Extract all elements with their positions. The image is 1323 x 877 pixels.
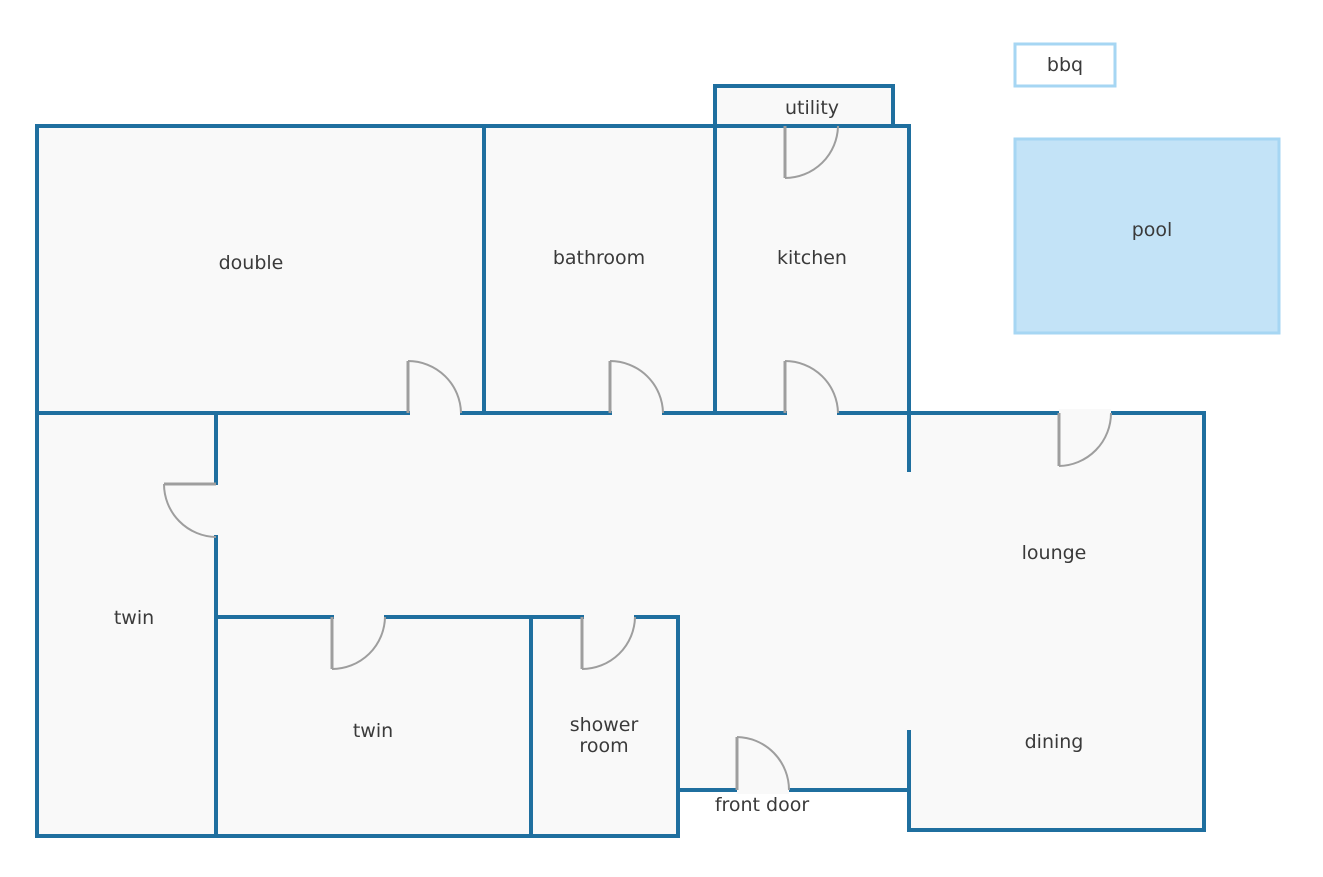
utility-wall [713,84,895,128]
bbq[interactable] [1013,42,1117,88]
label-dining: dining [1025,731,1084,753]
door-kitchen[interactable] [783,360,839,414]
door-twin-left[interactable] [163,482,217,538]
door-double[interactable] [406,360,462,414]
label-pool: pool [1132,219,1173,241]
label-bathroom: bathroom [553,247,645,269]
pool[interactable] [1013,137,1281,335]
label-front-door: front door [715,794,810,816]
label-utility: utility [785,97,839,119]
door-bathroom[interactable] [608,360,664,414]
door-openings [737,409,1111,794]
label-shower-line1: shower [570,714,639,736]
label-shower-line2: room [579,735,628,757]
door-utility[interactable] [783,125,839,179]
label-kitchen: kitchen [777,247,847,269]
doors [163,125,1112,791]
door-lounge-garden[interactable] [1057,412,1112,467]
label-twin-left: twin [114,607,154,629]
room-labels: double bathroom utility kitchen twin twi… [114,54,1172,816]
label-lounge: lounge [1022,542,1087,564]
floor-fills [37,86,1204,836]
door-front[interactable] [735,736,790,791]
label-twin-bottom: twin [353,720,393,742]
label-bbq: bbq [1047,54,1083,76]
door-twin-bottom[interactable] [330,616,386,670]
label-double: double [219,252,284,274]
door-shower-room[interactable] [580,616,636,670]
